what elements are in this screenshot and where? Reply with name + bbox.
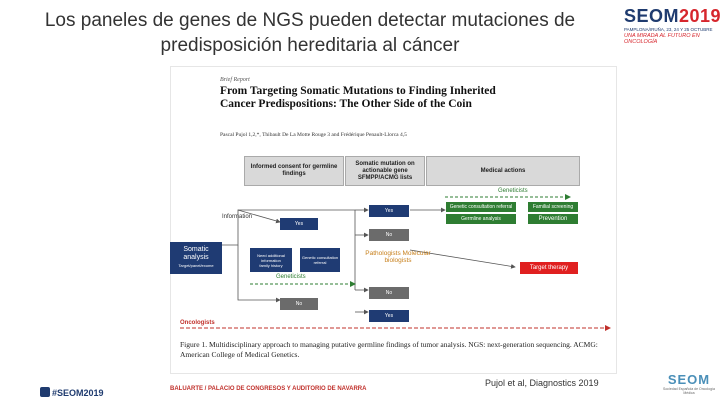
- paper-authors: Pascal Pujol 1,2,*, Thibault De La Motte…: [220, 132, 407, 138]
- genetic-counseling-box: Genetic consultation referral: [446, 202, 516, 212]
- paper-type: Brief Report: [220, 77, 250, 83]
- somatic-analysis-sub: Target/panel/exome: [178, 263, 214, 268]
- need-info-label: Need additional information: [257, 252, 285, 263]
- family-history-label: family history: [259, 262, 283, 268]
- prevention-box: Prevention: [528, 214, 578, 224]
- paper-title: From Targeting Somatic Mutations to Find…: [220, 85, 496, 110]
- somatic-analysis-box: Somatic analysis Target/panel/exome: [170, 242, 222, 274]
- no-box: No: [280, 298, 318, 310]
- no-box: No: [369, 229, 409, 241]
- information-label: Information: [222, 214, 253, 220]
- header-somatic-mutation: Somatic mutation on actionable gene SFMP…: [345, 156, 425, 186]
- geneticists-label-top: Geneticists: [498, 188, 528, 194]
- seom-small-logo: SEOM Sociedad Española de Oncología Médi…: [660, 372, 718, 395]
- target-therapy-box: Target therapy: [520, 262, 578, 274]
- geneticists-label-mid: Geneticists: [276, 274, 306, 280]
- seom-small-logo-sub: Sociedad Española de Oncología Médica: [663, 387, 715, 395]
- logo-name-part1: SEOM: [624, 6, 680, 26]
- workflow-diagram: [180, 194, 611, 331]
- pathologists-label: Pathologists Molecular biologists: [365, 250, 431, 264]
- germline-analysis-box: Germline analysis: [446, 214, 516, 224]
- no-box: No: [369, 287, 409, 299]
- yes-box: Yes: [369, 310, 409, 322]
- flow-line: [237, 245, 281, 303]
- hashtag-icon: [40, 387, 50, 397]
- slide-title: Los paneles de genes de NGS pueden detec…: [44, 10, 576, 56]
- logo-dates: PAMPLONA/IRUÑA, 23, 24 Y 25 OCTUBRE: [624, 27, 713, 32]
- seom2019-logo: SEOM2019 PAMPLONA/IRUÑA, 23, 24 Y 25 OCT…: [624, 6, 720, 54]
- seom-small-logo-text: SEOM: [667, 372, 711, 387]
- familial-screening-box: Familial screening: [528, 202, 578, 212]
- genetic-consult-box: Genetic consultation referral: [300, 248, 340, 272]
- logo-name-part2: 2019: [679, 6, 720, 26]
- somatic-analysis-label: Somatic analysis: [183, 246, 209, 261]
- flow-line: [409, 249, 516, 269]
- footer-venue: BALUARTE / PALACIO DE CONGRESOS Y AUDITO…: [170, 386, 367, 392]
- figure-caption: Figure 1. Multidisciplinary approach to …: [180, 340, 598, 359]
- flow-line: [220, 209, 281, 246]
- logo-tagline: UNA MIRADA AL FUTURO EN ONCOLOGÍA: [624, 33, 700, 45]
- header-informed-consent: Informed consent for germline findings: [244, 156, 344, 186]
- header-medical-actions: Medical actions: [426, 156, 580, 186]
- citation-text: Pujol et al, Diagnostics 2019: [485, 378, 599, 388]
- footer-hashtag: #SEOM2019: [52, 388, 104, 398]
- yes-box: Yes: [280, 218, 318, 230]
- need-info-box: Need additional information family histo…: [250, 248, 292, 272]
- oncologists-label: Oncologists: [180, 320, 215, 326]
- yes-box: Yes: [369, 205, 409, 217]
